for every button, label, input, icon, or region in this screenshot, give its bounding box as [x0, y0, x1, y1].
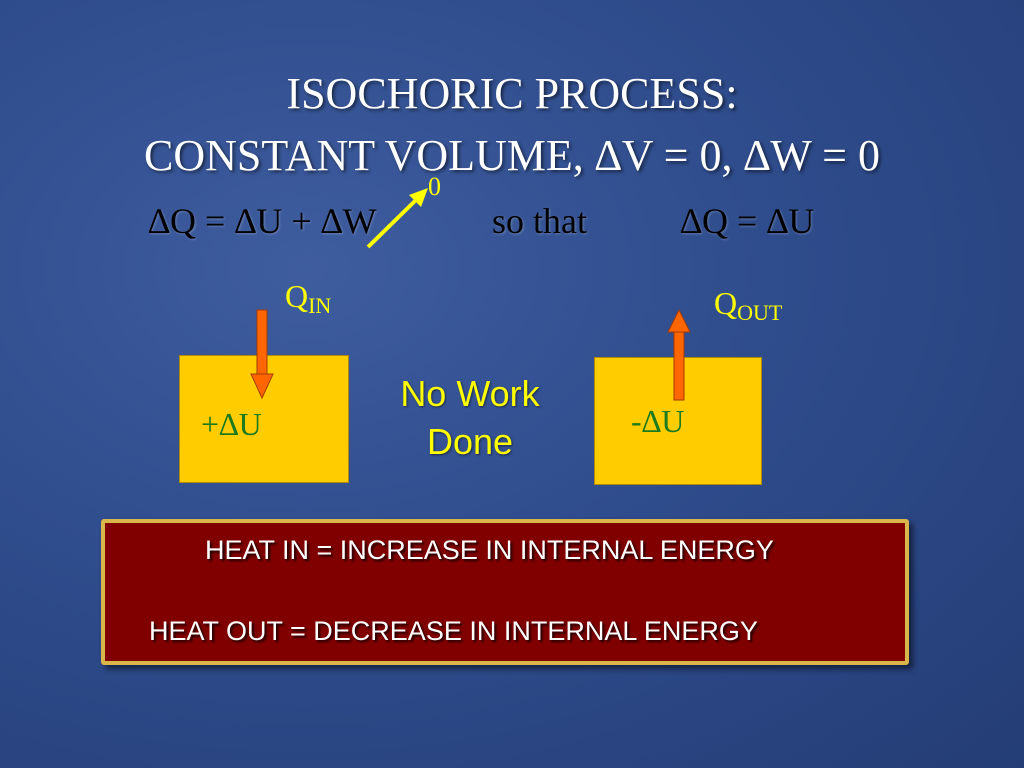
so-that-text: so that	[492, 201, 587, 241]
no-work-line1: No Work	[400, 373, 540, 414]
first-law-equation: ∆Q = ∆U + ∆W	[148, 201, 377, 241]
q-out-subscript: OUT	[737, 300, 783, 325]
slide-title-line1: ISOCHORIC PROCESS:	[286, 69, 738, 118]
heat-out-arrow-shaft	[673, 329, 685, 401]
delta-u-decrease: -∆U	[631, 403, 685, 439]
slide-title-line2: CONSTANT VOLUME, ∆V = 0, ∆W = 0	[144, 131, 880, 180]
summary-heat-in: HEAT IN = INCREASE IN INTERNAL ENERGY	[205, 535, 774, 565]
q-in-base: Q	[285, 278, 309, 314]
delta-u-increase: +∆U	[201, 406, 262, 442]
heat-in-arrow-shaft	[256, 309, 268, 377]
q-out-base: Q	[714, 285, 738, 321]
no-work-done-text: No Work Done	[360, 370, 580, 466]
q-in-label: QIN	[285, 278, 331, 319]
q-out-label: QOUT	[714, 285, 782, 326]
no-work-line2: Done	[426, 421, 514, 462]
result-equation: ∆Q = ∆U	[680, 201, 815, 241]
heat-out-arrow-head	[667, 308, 691, 333]
summary-panel: HEAT IN = INCREASE IN INTERNAL ENERGY HE…	[101, 519, 909, 665]
system-box-heat-in	[179, 355, 349, 483]
summary-heat-out: HEAT OUT = DECREASE IN INTERNAL ENERGY	[149, 616, 758, 646]
q-in-subscript: IN	[308, 293, 332, 318]
heat-in-arrow-head	[250, 373, 274, 400]
cancel-arrow-head	[409, 188, 428, 207]
cancel-arrow-line	[366, 196, 420, 249]
cancel-zero-label: 0	[428, 172, 441, 201]
